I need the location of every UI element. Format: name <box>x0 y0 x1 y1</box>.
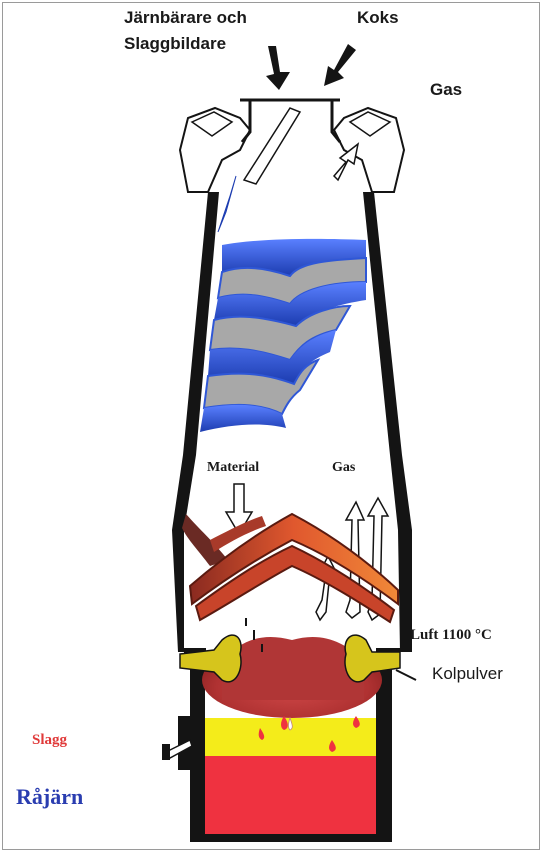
hearth-bottom <box>190 834 392 842</box>
coal-label: Kolpulver <box>432 664 503 684</box>
gas-top-label: Gas <box>430 80 462 100</box>
iron-layer <box>205 756 376 834</box>
cohesive-zone <box>182 514 398 622</box>
burden-layers <box>200 239 366 432</box>
charge-label-line2: Slaggbildare <box>124 34 226 54</box>
taphole-plug <box>162 744 170 760</box>
coke-label: Koks <box>357 8 399 28</box>
coke-bed <box>222 637 364 700</box>
slag-label: Slagg <box>32 732 67 749</box>
coal-injection-lance <box>396 670 416 680</box>
down-arrow-icon <box>266 46 290 90</box>
iron-label: Råjärn <box>16 784 83 810</box>
gas-outlet-right <box>334 108 404 192</box>
droplet-icon <box>353 716 360 728</box>
air-label: Luft 1100 °C <box>410 627 492 644</box>
gas-outlet-left <box>180 108 250 192</box>
material-label: Material <box>207 460 259 476</box>
down-arrow-icon <box>324 44 356 86</box>
charge-label-line1: Järnbärare och <box>124 8 247 28</box>
gas-mid-label: Gas <box>332 460 355 476</box>
